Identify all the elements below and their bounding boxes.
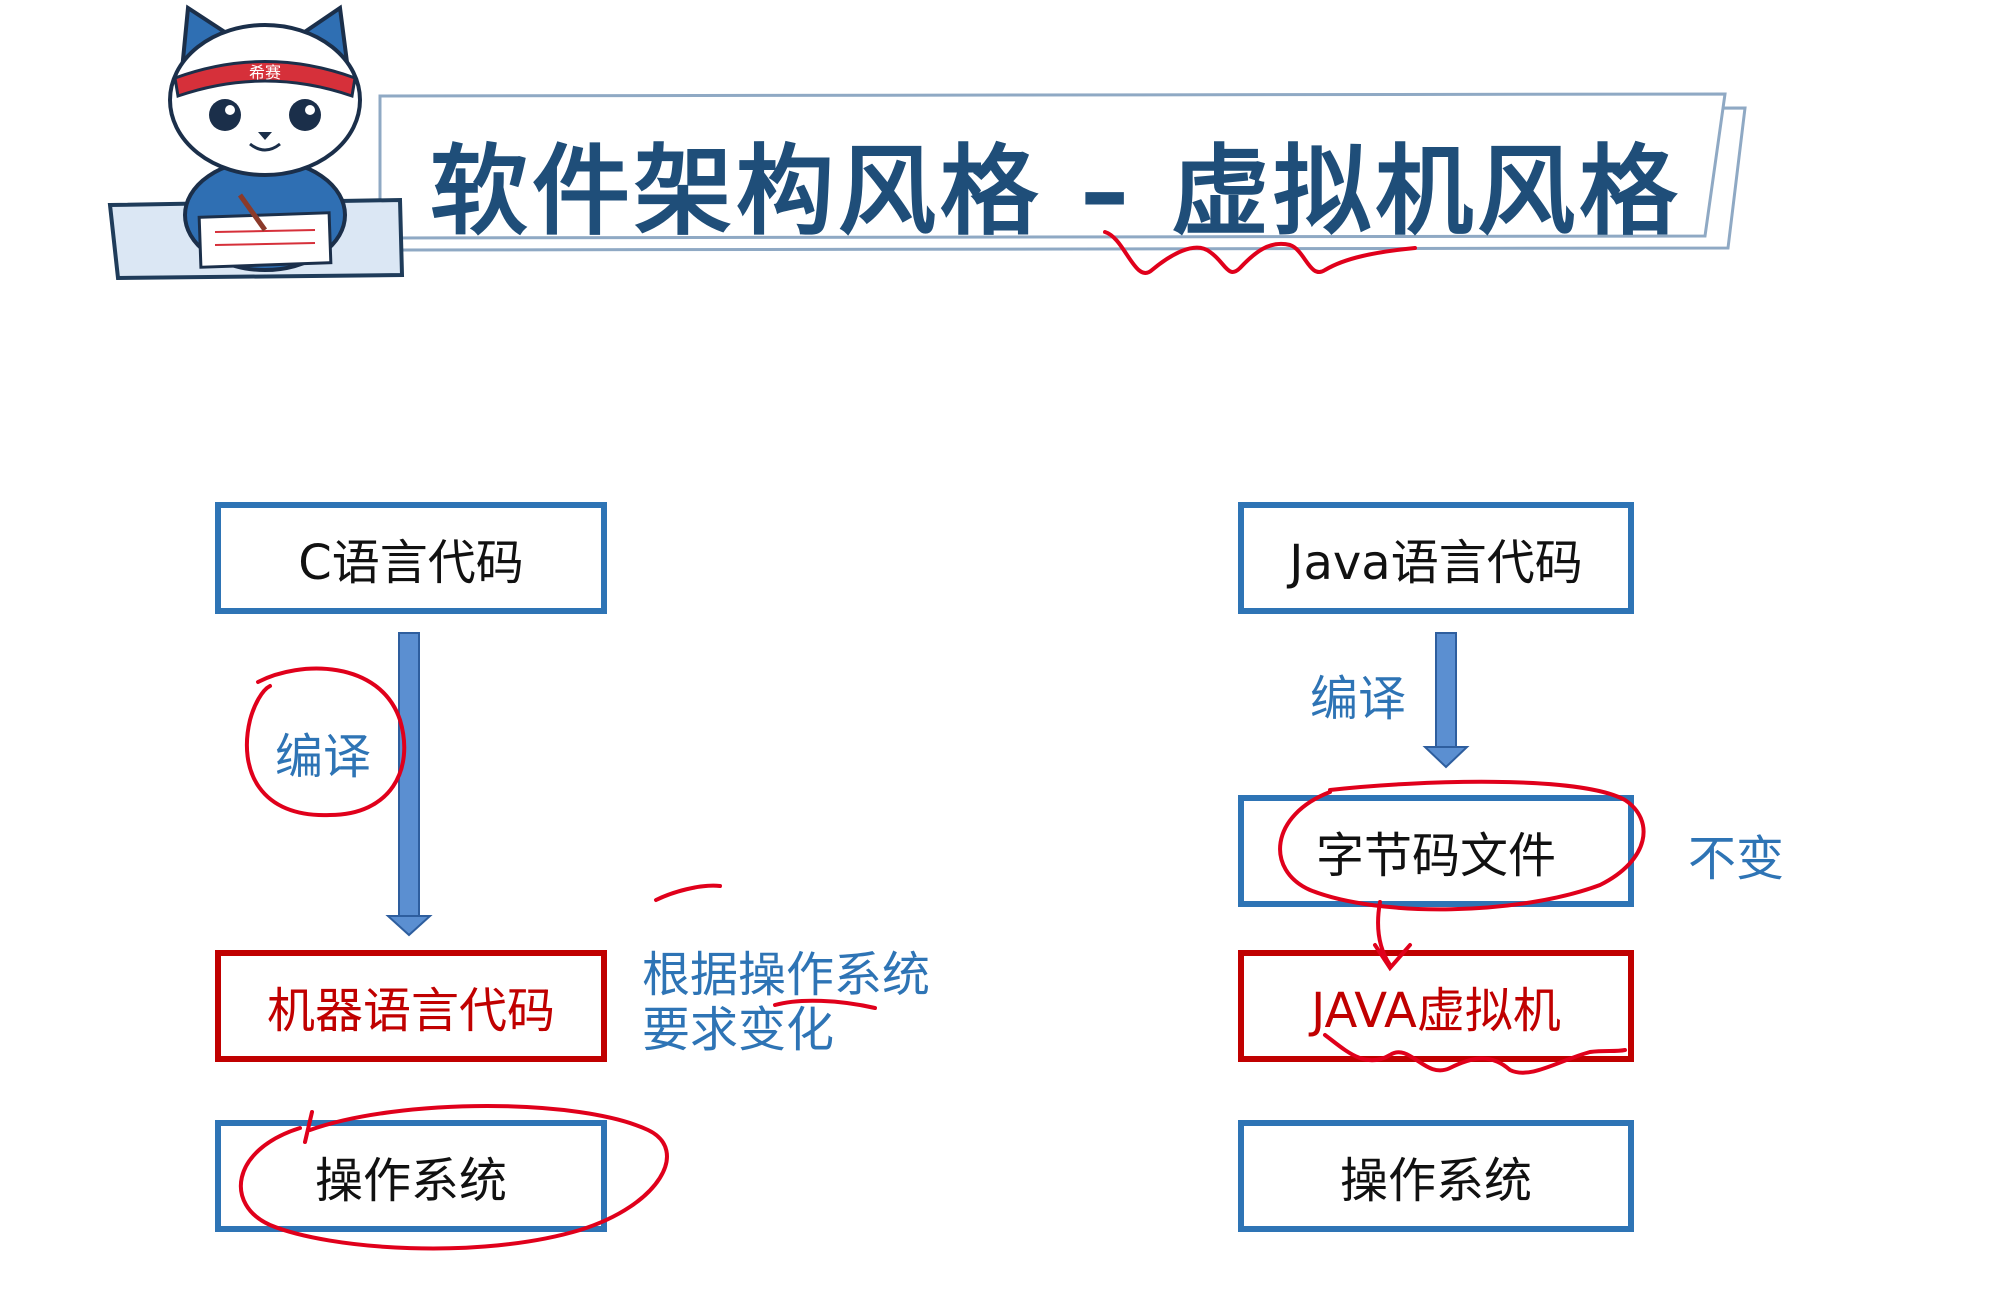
headband-text: 希赛 [249,63,281,82]
left-os-box: 操作系统 [215,1120,607,1232]
bytecode-label: 字节码文件 [1316,816,1556,886]
machine-code-box: 机器语言代码 [215,950,607,1062]
page-title: 软件架构风格 – 虚拟机风格 [430,112,1681,254]
os-dependency-note: 根据操作系统 要求变化 [642,948,930,1058]
mascot-cat-logo: 希赛 [140,0,390,275]
right-compile-label: 编译 [1310,672,1406,727]
java-vm-box: JAVA虚拟机 [1238,950,1634,1062]
left-compile-label: 编译 [275,730,371,785]
title-part1: 软件架构风格 [430,135,1042,249]
java-code-box: Java语言代码 [1238,502,1634,614]
os-dependency-note-line1: 根据操作系统 [642,948,930,1003]
c-code-box: C语言代码 [215,502,607,614]
right-os-box: 操作系统 [1238,1120,1634,1232]
left-os-label: 操作系统 [315,1141,507,1211]
machine-code-label: 机器语言代码 [267,971,555,1041]
bytecode-box: 字节码文件 [1238,795,1634,907]
java-vm-label: JAVA虚拟机 [1311,971,1561,1041]
right-os-label: 操作系统 [1340,1141,1532,1211]
unchanged-note: 不变 [1688,832,1784,887]
c-code-label: C语言代码 [298,523,524,593]
title-part2: 虚拟机风格 [1171,135,1681,249]
title-dash: – [1080,135,1133,249]
java-code-label: Java语言代码 [1289,523,1582,593]
os-dependency-note-line2: 要求变化 [642,1003,930,1058]
